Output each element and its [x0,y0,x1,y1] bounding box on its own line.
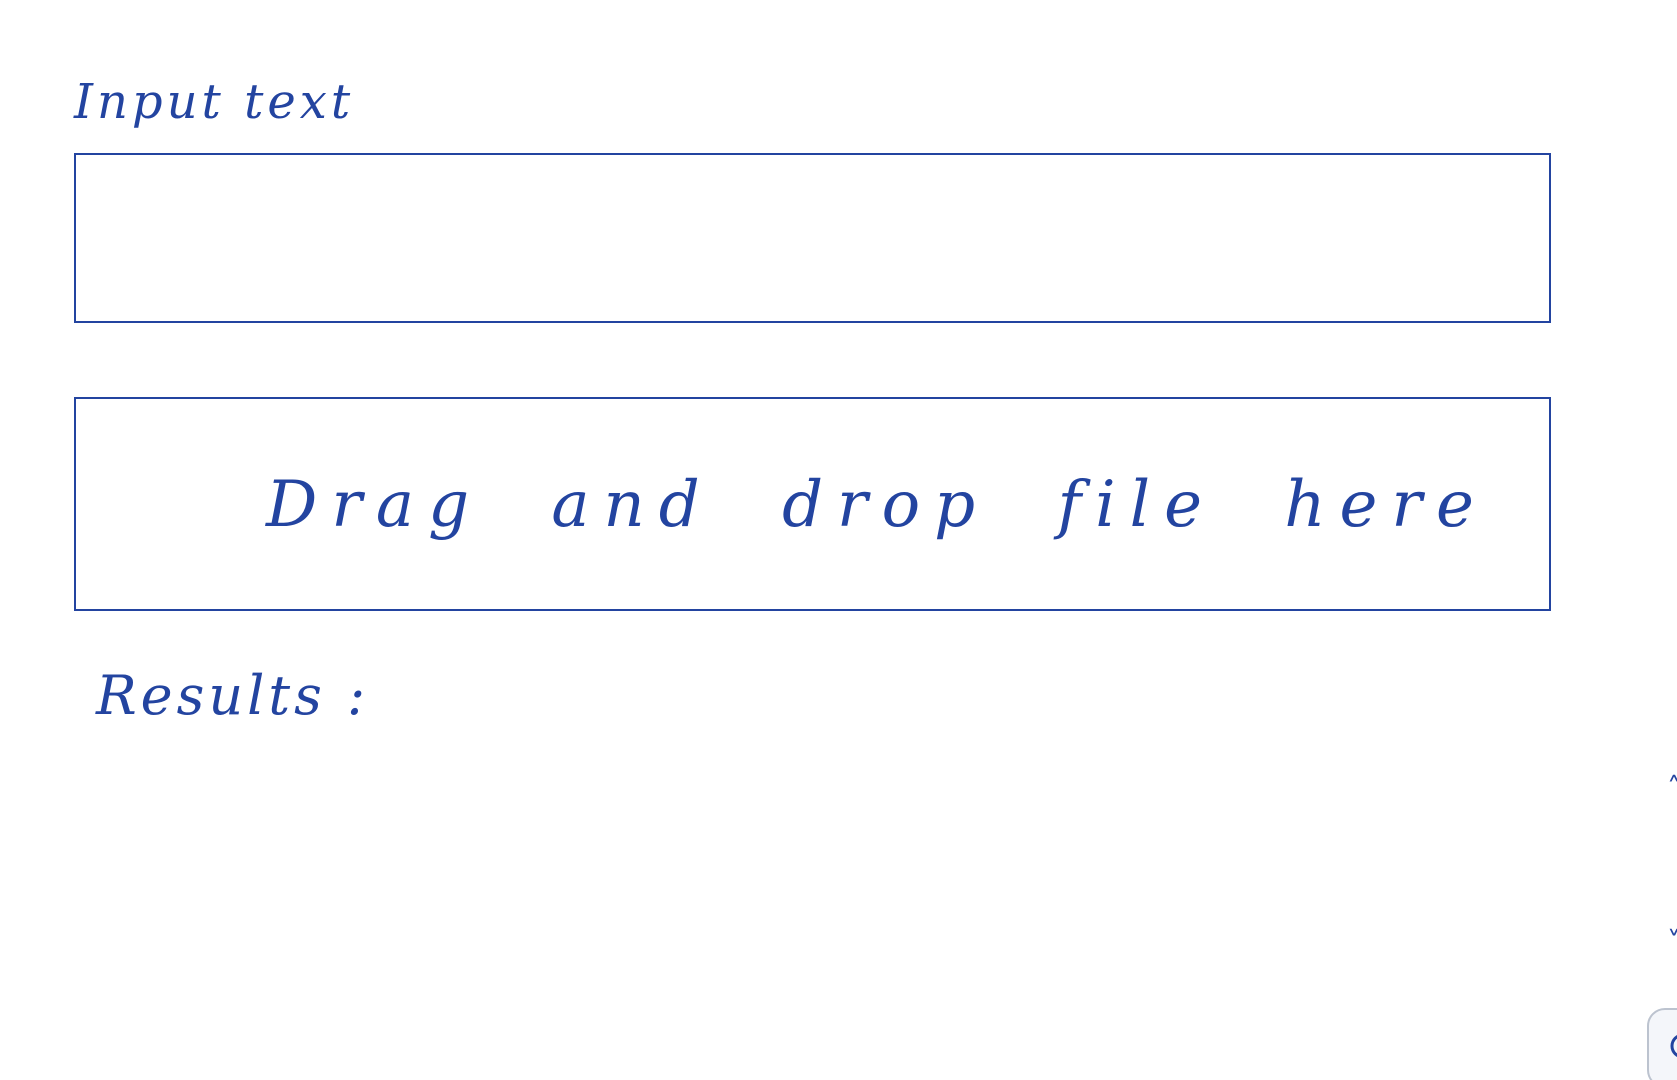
text-input-field[interactable] [74,153,1551,323]
results-label: Results : [96,664,370,727]
chevron-up-icon[interactable]: ˄ [1667,771,1677,804]
dropzone-label: Drag and drop file here [266,468,1488,542]
file-dropzone[interactable]: Drag and drop file here [74,397,1551,611]
edge-floating-button[interactable] [1647,1008,1677,1080]
input-text-label: Input text [74,74,355,130]
circle-icon [1670,1035,1677,1057]
chevron-down-icon[interactable]: ˅ [1667,925,1677,958]
